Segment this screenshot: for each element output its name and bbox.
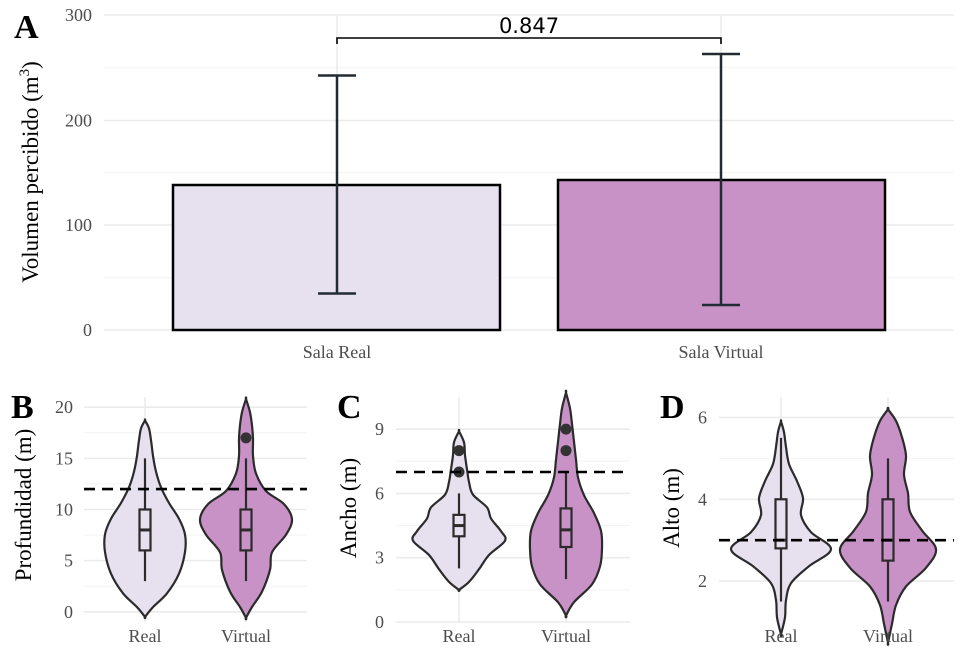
- y-axis-title: Volumen percibido (m3): [17, 61, 43, 283]
- panel-d-grid: [719, 397, 954, 622]
- y-axis-title: Ancho (m): [336, 458, 361, 558]
- outlier-point: [453, 445, 465, 457]
- y-tick-label: 4: [698, 489, 707, 509]
- outlier-point: [560, 445, 572, 457]
- panel-d-y-ticks: 2 4 6: [698, 407, 707, 591]
- outlier-point: [240, 432, 252, 444]
- panel-d-violins: [719, 406, 954, 646]
- panel-c-violins: [396, 389, 630, 619]
- panel-b-y-ticks: 0 5 10 15 20: [55, 397, 73, 622]
- box-iqr: [559, 507, 573, 549]
- y-axis-title-text: Volumen percibido (m: [18, 76, 43, 283]
- x-tick-label: Real: [765, 626, 798, 646]
- panel-b: 0 5 10 15 20 Real Virtual Profundidad (m) B: [11, 389, 307, 646]
- outlier-point: [560, 423, 572, 435]
- x-tick-label: Sala Real: [303, 342, 371, 362]
- panel-c: 0 3 6 9 Real Virtual Ancho (m) C: [336, 389, 630, 646]
- y-tick-label: 100: [65, 215, 92, 235]
- y-tick-label: 0: [83, 320, 92, 340]
- p-value-annotation: 0.847: [499, 14, 559, 38]
- panel-b-violins: [84, 396, 307, 621]
- panel-label-d: D: [660, 389, 685, 426]
- box-iqr: [881, 498, 895, 562]
- y-axis-title: Profundidad (m): [11, 429, 36, 582]
- y-tick-label: 9: [375, 419, 384, 439]
- x-tick-label: Virtual: [863, 626, 913, 646]
- y-tick-label: 10: [55, 500, 73, 520]
- y-tick-label: 15: [55, 448, 73, 468]
- panel-label-c: C: [337, 389, 362, 426]
- significance-bracket: [336, 37, 722, 44]
- y-tick-label: 6: [375, 483, 384, 503]
- x-tick-label: Sala Virtual: [678, 342, 763, 362]
- panel-label-b: B: [11, 389, 34, 426]
- y-tick-label: 5: [64, 551, 73, 571]
- y-tick-label: 200: [65, 111, 92, 131]
- y-axis-title: Alto (m): [659, 468, 684, 548]
- y-tick-label: 3: [375, 548, 384, 568]
- panel-c-y-ticks: 0 3 6 9: [375, 419, 384, 632]
- panel-a: 0.847 300 200 100 0 Sala Real Sala Virtu…: [14, 5, 954, 362]
- y-axis-title-superscript: 3: [17, 69, 33, 77]
- y-tick-label: 2: [698, 571, 707, 591]
- x-tick-label: Virtual: [541, 626, 591, 646]
- y-tick-label: 20: [55, 397, 73, 417]
- y-tick-label: 0: [64, 602, 73, 622]
- box-iqr: [774, 498, 788, 550]
- y-tick-label: 0: [375, 612, 384, 632]
- x-tick-label: Real: [129, 626, 162, 646]
- y-tick-label: 6: [698, 407, 707, 427]
- x-tick-label: Virtual: [221, 626, 271, 646]
- x-tick-label: Real: [443, 626, 476, 646]
- y-axis-title-close: ): [18, 61, 43, 69]
- panel-d: 2 4 6 Real Virtual Alto (m) D: [659, 389, 954, 646]
- y-tick-label: 300: [65, 5, 92, 25]
- panel-label-a: A: [14, 9, 39, 46]
